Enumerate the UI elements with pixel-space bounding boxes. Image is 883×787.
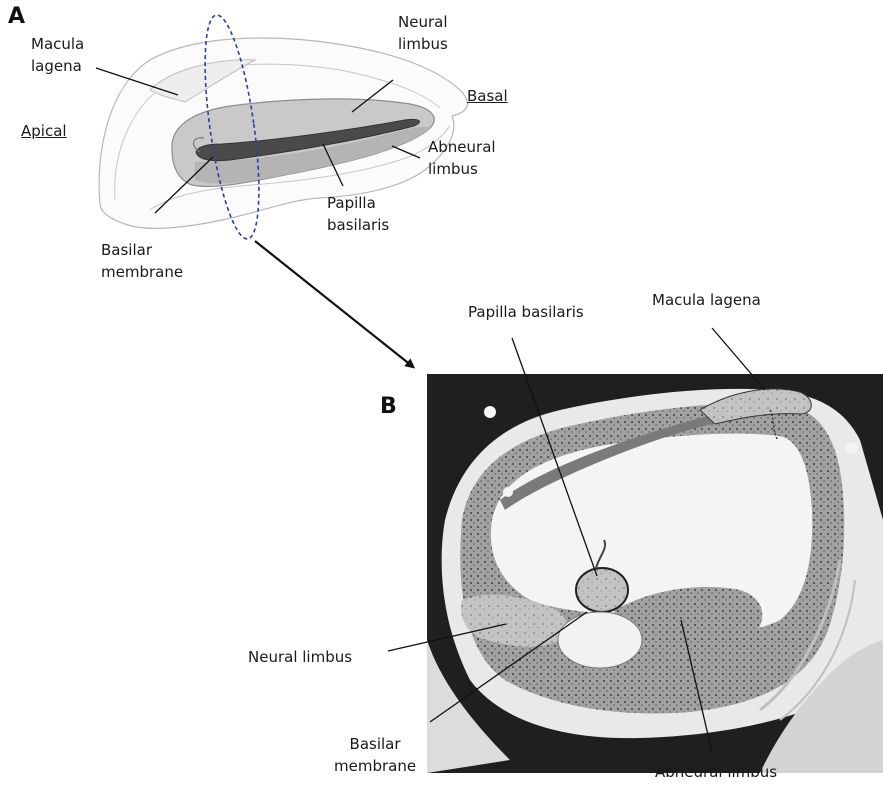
leader-basilar-membrane-a — [155, 157, 213, 213]
leader-macula-lagena-a — [96, 68, 178, 95]
label-line: Basilar — [334, 733, 416, 755]
label-line: Papilla — [327, 192, 389, 214]
label-line: membrane — [334, 755, 416, 777]
leader-abneural-limbus-a — [392, 146, 420, 158]
leader-macula-lagena-b — [712, 328, 765, 390]
label-line: limbus — [428, 158, 496, 180]
label-papilla-basilaris-a: Papilla basilaris — [327, 192, 389, 236]
label-line: Abneural — [428, 136, 496, 158]
label-line: Neural — [398, 11, 448, 33]
label-basal: Basal — [467, 85, 508, 107]
leader-basilar-membrane-b — [430, 612, 587, 722]
label-line: basilaris — [327, 214, 389, 236]
label-line: Basilar — [101, 239, 183, 261]
label-line: membrane — [101, 261, 183, 283]
label-macula-lagena-b: Macula lagena — [652, 289, 761, 311]
label-line: Macula — [31, 33, 84, 55]
label-abneural-limbus-b: Abneural limbus — [655, 761, 777, 783]
leader-papilla-basilaris-b — [512, 338, 597, 576]
leader-neural-limbus-b — [388, 624, 506, 651]
label-macula-lagena-a: Macula lagena — [31, 33, 84, 77]
leader-papilla-basilaris-a — [323, 144, 343, 186]
section-arrow — [255, 241, 412, 366]
label-neural-limbus-b: Neural limbus — [248, 646, 352, 668]
label-papilla-basilaris-b: Papilla basilaris — [468, 301, 584, 323]
label-neural-limbus-a: Neural limbus — [398, 11, 448, 55]
label-abneural-limbus-a: Abneural limbus — [428, 136, 496, 180]
panel-label-b: B — [380, 394, 397, 419]
label-line: limbus — [398, 33, 448, 55]
label-basilar-membrane-b: Basilar membrane — [334, 733, 416, 777]
label-basilar-membrane-a: Basilar membrane — [101, 239, 183, 283]
leader-neural-limbus-a — [352, 80, 393, 112]
leader-abneural-limbus-b — [681, 620, 712, 752]
label-line: lagena — [31, 55, 84, 77]
panel-label-a: A — [8, 4, 25, 29]
label-apical: Apical — [21, 120, 67, 142]
